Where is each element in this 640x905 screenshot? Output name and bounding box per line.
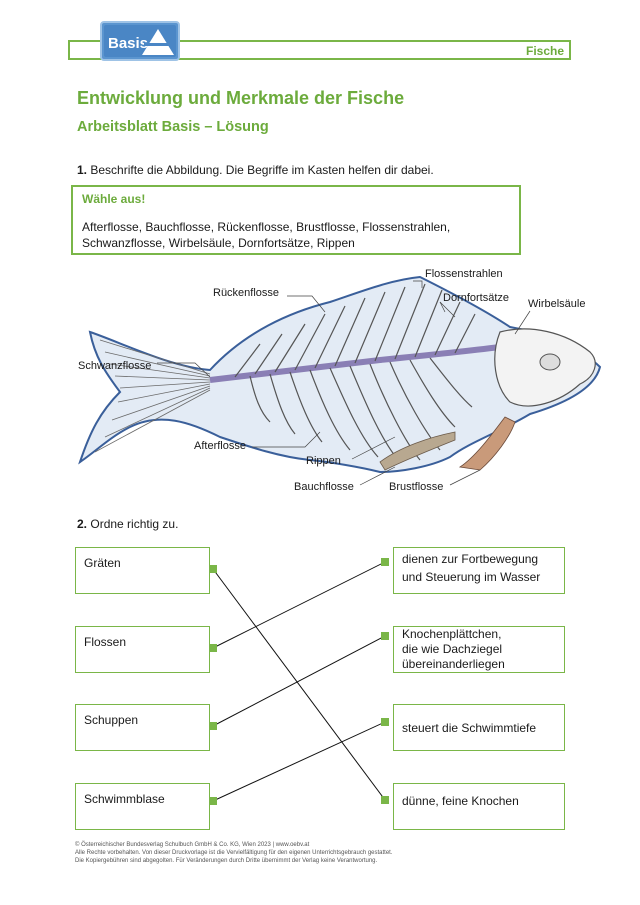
section-label: Fische xyxy=(525,44,564,58)
match-dot[interactable] xyxy=(381,632,389,640)
match-dot[interactable] xyxy=(209,644,217,652)
word-box-line-1: Afterflosse, Bauchflosse, Rückenflosse, … xyxy=(82,220,451,234)
label-rueckenflosse: Rückenflosse xyxy=(213,287,280,299)
footer-line: Alle Rechte vorbehalten. Von dieser Druc… xyxy=(75,850,393,856)
word-box-terms: Afterflosse, Bauchflosse, Rückenflosse, … xyxy=(82,219,502,251)
match-dot[interactable] xyxy=(209,797,217,805)
label-brustflosse: Brustflosse xyxy=(389,481,444,493)
line-graeten-knochen xyxy=(212,568,386,801)
task-2-number: 2. xyxy=(77,517,88,531)
match-left-text: Gräten xyxy=(84,556,121,570)
word-box-title: Wähle aus! xyxy=(82,192,146,206)
match-dot[interactable] xyxy=(209,722,217,730)
match-right-text: Knochenplättchen, die wie Dachziegel übe… xyxy=(394,627,564,672)
task-2-text: Ordne richtig zu. xyxy=(90,517,179,531)
match-left-box[interactable]: Gräten xyxy=(75,547,210,594)
page-title: Entwicklung und Merkmale der Fische xyxy=(77,88,405,108)
line-schuppen-knochenplaettchen xyxy=(212,635,386,727)
match-left-box[interactable]: Flossen xyxy=(75,626,210,673)
task-1-text: Beschrifte die Abbildung. Die Begriffe i… xyxy=(90,163,434,177)
match-right-text: dienen zur Fortbewegung und Steuerung im… xyxy=(394,548,564,588)
match-right-text: dünne, feine Knochen xyxy=(402,794,519,808)
match-dot[interactable] xyxy=(381,718,389,726)
label-bauchflosse: Bauchflosse xyxy=(294,481,354,493)
match-left-box[interactable]: Schwimmblase xyxy=(75,783,210,830)
line-flossen-fortbewegung xyxy=(212,561,386,649)
line-schwimmblase-schwimmtiefe xyxy=(212,721,386,802)
match-dot[interactable] xyxy=(381,796,389,804)
page-subtitle: Arbeitsblatt Basis – Lösung xyxy=(77,119,269,135)
match-left-box[interactable]: Schuppen xyxy=(75,704,210,751)
match-right-box[interactable]: dienen zur Fortbewegung und Steuerung im… xyxy=(393,547,565,594)
match-right-box[interactable]: dünne, feine Knochen xyxy=(393,783,565,830)
word-box-line-2: Schwanzflosse, Wirbelsäule, Dornfortsätz… xyxy=(82,236,355,250)
label-afterflosse: Afterflosse xyxy=(194,440,246,452)
label-wirbelsaeule: Wirbelsäule xyxy=(528,298,586,310)
task-2-instruction: 2. Ordne richtig zu. xyxy=(77,517,178,531)
fish-skeleton-illustration xyxy=(78,275,602,486)
match-left-text: Flossen xyxy=(84,635,127,649)
label-schwanzflosse: Schwanzflosse xyxy=(78,360,152,372)
match-right-line: Knochenplättchen, xyxy=(402,627,502,641)
label-dornfortsaetze: Dornfortsätze xyxy=(443,292,510,304)
match-dot[interactable] xyxy=(381,558,389,566)
footer-copyright: © Österreichischer Bundesverlag Schulbuc… xyxy=(75,841,393,865)
match-right-box[interactable]: Knochenplättchen, die wie Dachziegel übe… xyxy=(393,626,565,673)
header-bar xyxy=(68,40,571,60)
task-1-instruction: 1. Beschrifte die Abbildung. Die Begriff… xyxy=(77,163,434,177)
match-right-line: dienen zur Fortbewegung xyxy=(402,552,539,566)
match-right-line: übereinanderliegen xyxy=(402,657,505,671)
match-right-box[interactable]: steuert die Schwimmtiefe xyxy=(393,704,565,751)
match-right-line: die wie Dachziegel xyxy=(402,642,503,656)
footer-line: © Österreichischer Bundesverlag Schulbuc… xyxy=(75,842,310,848)
label-rippen: Rippen xyxy=(306,455,341,467)
match-left-text: Schuppen xyxy=(84,713,139,727)
basis-logo: Basis xyxy=(100,21,180,61)
task-1-number: 1. xyxy=(77,163,88,177)
label-flossenstrahlen: Flossenstrahlen xyxy=(425,268,503,280)
match-right-text: steuert die Schwimmtiefe xyxy=(402,721,537,735)
word-box xyxy=(71,185,521,255)
logo-text: Basis xyxy=(108,35,148,52)
footer-line: Die Kopiergebühren sind abgegolten. Für … xyxy=(75,858,378,864)
match-left-text: Schwimmblase xyxy=(84,792,165,806)
match-right-line: und Steuerung im Wasser xyxy=(402,570,541,584)
match-dot[interactable] xyxy=(209,565,217,573)
